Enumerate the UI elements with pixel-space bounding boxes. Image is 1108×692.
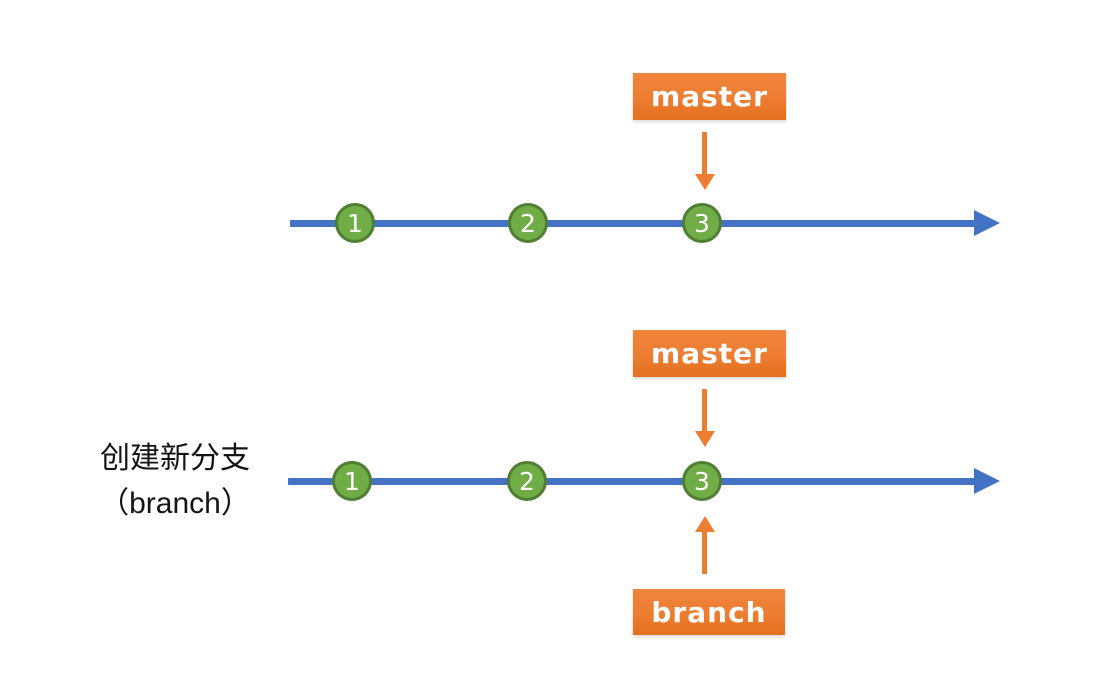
master-arrow-shaft	[702, 389, 707, 433]
master-badge-label: master	[651, 80, 768, 113]
master-badge: master	[633, 330, 786, 377]
branch-arrow-shaft	[702, 530, 707, 574]
master-arrow-head-icon	[695, 431, 715, 447]
master-badge-label: master	[651, 337, 768, 370]
commit-node-2: 2	[507, 461, 547, 501]
commit-node-label: 1	[344, 466, 360, 496]
branch-arrow-head-icon	[695, 516, 715, 532]
commit-node-label: 3	[694, 466, 710, 496]
master-arrow-shaft	[702, 132, 707, 176]
commit-node-label: 2	[520, 208, 536, 238]
caption-line-2: （branch）	[99, 487, 251, 520]
timeline-line	[290, 220, 975, 227]
caption-line-1: 创建新分支	[100, 442, 250, 475]
commit-node-1: 1	[335, 203, 375, 243]
commit-node-3: 3	[682, 461, 722, 501]
timeline-arrow-icon	[974, 468, 1000, 494]
master-badge: master	[633, 73, 786, 120]
branch-badge: branch	[633, 589, 785, 635]
timeline-arrow-icon	[974, 210, 1000, 236]
diagram-caption: 创建新分支 （branch）	[60, 436, 290, 526]
commit-node-label: 2	[519, 466, 535, 496]
branch-badge-label: branch	[651, 595, 767, 629]
commit-node-3: 3	[682, 203, 722, 243]
commit-node-label: 3	[694, 208, 710, 238]
commit-node-1: 1	[332, 461, 372, 501]
commit-node-2: 2	[508, 203, 548, 243]
timeline-line	[288, 478, 975, 485]
master-arrow-head-icon	[695, 174, 715, 190]
commit-node-label: 1	[347, 208, 363, 238]
